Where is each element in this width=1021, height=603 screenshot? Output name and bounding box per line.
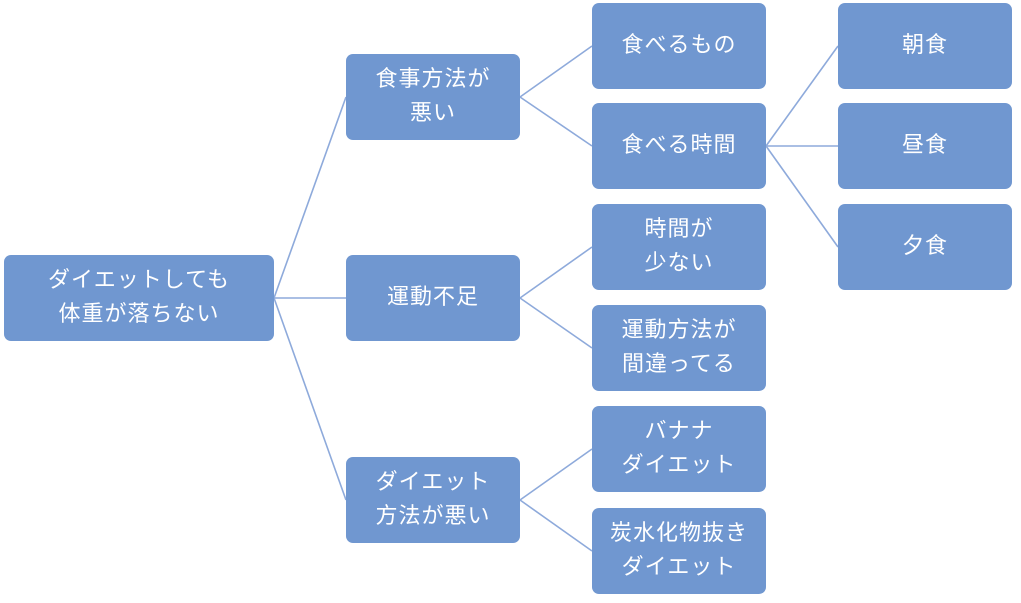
connector-meal-time-breakfast: [765, 45, 839, 147]
child-node-what-to-eat: 食べるもの: [592, 3, 766, 89]
connector-cause-3-child-1: [519, 448, 593, 501]
root-node: ダイエットしても 体重が落ちない: [4, 255, 274, 341]
cause-node-text: ダイエット 方法が悪い: [375, 470, 491, 529]
connector-cause-1-child-1: [519, 45, 593, 98]
cause-node-text: 食事方法が 悪い: [375, 67, 491, 126]
meal-node-text: 昼食: [901, 133, 948, 158]
meal-node-dinner: 夕食: [838, 204, 1012, 290]
child-node-text: 時間が 少ない: [644, 217, 714, 276]
child-node-banana-diet: バナナ ダイエット: [592, 406, 766, 492]
connector-cause-2-child-2: [519, 297, 593, 349]
child-node-text: 運動方法が 間違ってる: [621, 318, 737, 377]
meal-node-text: 夕食: [901, 234, 948, 259]
root-node-text: ダイエットしても 体重が落ちない: [47, 268, 231, 327]
connector-meal-time-dinner: [765, 145, 839, 248]
child-node-text: 食べるもの: [621, 33, 737, 58]
child-node-little-time: 時間が 少ない: [592, 204, 766, 290]
connector-root-cause-1: [273, 96, 347, 299]
child-node-text: バナナ ダイエット: [621, 419, 737, 478]
child-node-wrong-exercise: 運動方法が 間違ってる: [592, 305, 766, 391]
connector-cause-2-child-1: [519, 246, 593, 299]
child-node-meal-time: 食べる時間: [592, 103, 766, 189]
meal-node-lunch: 昼食: [838, 103, 1012, 189]
cause-node-lack-of-exercise: 運動不足: [346, 255, 520, 341]
child-node-text: 食べる時間: [621, 133, 737, 158]
cause-node-text: 運動不足: [386, 285, 479, 310]
connector-cause-1-child-2: [519, 96, 593, 147]
connector-root-cause-3: [273, 297, 347, 501]
meal-node-text: 朝食: [901, 33, 948, 58]
child-node-low-carb-diet: 炭水化物抜き ダイエット: [592, 508, 766, 594]
cause-node-bad-diet-plan: ダイエット 方法が悪い: [346, 457, 520, 543]
meal-node-breakfast: 朝食: [838, 3, 1012, 89]
connector-cause-3-child-2: [519, 499, 593, 552]
cause-node-diet-method: 食事方法が 悪い: [346, 54, 520, 140]
child-node-text: 炭水化物抜き ダイエット: [609, 521, 748, 580]
